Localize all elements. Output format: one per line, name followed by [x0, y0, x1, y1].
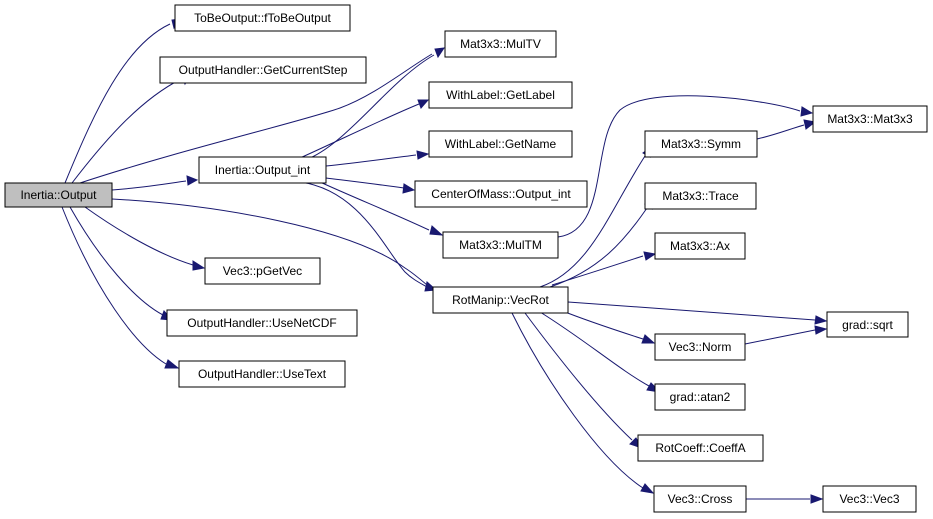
nodes: Inertia::Output ToBeOutput::fToBeOutput … [4, 4, 928, 513]
node-label: RotManip::VecRot [452, 293, 549, 307]
arrowhead-mat3x3_multm [429, 225, 444, 236]
edge-rotmanip_vecrot-vec3_cross [511, 312, 644, 489]
node-label: grad::atan2 [670, 390, 731, 404]
node-label: WithLabel::GetName [445, 137, 557, 151]
node-outputhandler-usenetcdf[interactable]: OutputHandler::UseNetCDF [166, 309, 358, 337]
node-withlabel-getlabel[interactable]: WithLabel::GetLabel [428, 81, 573, 109]
node-label: OutputHandler::GetCurrentStep [179, 63, 348, 77]
edge-rotmanip_vecrot-rotcoeff_coeffa [524, 312, 633, 441]
node-mat3x3-mat3x3[interactable]: Mat3x3::Mat3x3 [812, 105, 928, 133]
node-vec3-norm[interactable]: Vec3::Norm [654, 333, 746, 361]
node-label: Mat3x3::MulTM [459, 238, 542, 252]
node-label: OutputHandler::UseNetCDF [187, 316, 336, 330]
arrowhead-grad_sqrt-from-vecrot [814, 315, 828, 325]
node-outputhandler-getcurrentstep[interactable]: OutputHandler::GetCurrentStep [159, 56, 367, 84]
node-centerofmass-output-int[interactable]: CenterOfMass::Output_int [414, 180, 588, 208]
node-mat3x3-ax[interactable]: Mat3x3::Ax [654, 232, 746, 260]
node-mat3x3-symm[interactable]: Mat3x3::Symm [644, 130, 758, 158]
arrowhead-vec3_vec3 [810, 494, 824, 504]
edge-inertia_output_int-mat3x3_multm [319, 181, 430, 231]
arrowhead-vec3_pgetvec [192, 260, 206, 271]
node-rotcoeff-coeffa[interactable]: RotCoeff::CoeffA [637, 434, 764, 462]
arrowhead-vec3_cross [640, 483, 655, 494]
edge-inertia_output-inertia_output_int [111, 180, 187, 191]
node-label: Mat3x3::Symm [661, 137, 741, 151]
edge-inertia_output_int-mat3x3_multv [309, 54, 435, 159]
node-label: Vec3::Vec3 [839, 492, 899, 506]
node-label: CenterOfMass::Output_int [431, 187, 571, 201]
edge-rotmanip_vecrot-mat3x3_ax [551, 255, 644, 286]
arrowhead-withlabel_getname [416, 150, 430, 160]
node-vec3-pgetvec[interactable]: Vec3::pGetVec [204, 257, 321, 285]
edge-rotmanip_vecrot-grad_atan2 [539, 311, 650, 387]
edge-inertia_output-vec3_pgetvec [84, 206, 194, 266]
node-label: Vec3::Cross [668, 492, 733, 506]
node-label: Inertia::Output [20, 188, 97, 202]
node-outputhandler-usetext[interactable]: OutputHandler::UseText [178, 360, 346, 388]
node-label: Mat3x3::Mat3x3 [827, 112, 913, 126]
node-tobeoutput-ftobeoutput[interactable]: ToBeOutput::fToBeOutput [174, 4, 351, 32]
node-vec3-cross[interactable]: Vec3::Cross [653, 485, 747, 513]
node-mat3x3-multm[interactable]: Mat3x3::MulTM [442, 231, 559, 259]
arrowhead-vec3_norm [641, 334, 656, 344]
arrowhead-mat3x3_mat3x3-from-symm [803, 119, 817, 130]
node-inertia-output[interactable]: Inertia::Output [4, 182, 113, 208]
edge-vec3_norm-grad_sqrt [744, 329, 816, 345]
edge-rotmanip_vecrot-mat3x3_symm [539, 155, 646, 288]
node-label: Vec3::pGetVec [223, 264, 302, 278]
arrowhead-inertia_output_int [186, 175, 199, 186]
edge-inertia_output_int-withlabel_getlabel [299, 103, 420, 159]
edge-inertia_output-usetext [61, 206, 167, 365]
edge-rotmanip_vecrot-vec3_norm [559, 309, 644, 340]
node-label: Mat3x3::Trace [662, 189, 739, 203]
node-label: RotCoeff::CoeffA [655, 441, 745, 455]
node-label: OutputHandler::UseText [198, 367, 327, 381]
edge-rotmanip_vecrot-grad_sqrt [567, 301, 816, 321]
node-label: ToBeOutput::fToBeOutput [194, 11, 331, 25]
node-label: Vec3::Norm [669, 340, 732, 354]
edge-rotmanip_vecrot-mat3x3_trace [549, 207, 648, 288]
node-label: Mat3x3::Ax [670, 239, 730, 253]
edge-mat3x3_symm-mat3x3_mat3x3 [756, 124, 805, 140]
arrowhead-grad_sqrt-from-norm [814, 325, 828, 335]
arrowhead-withlabel_getlabel [417, 99, 430, 109]
edge-inertia_output-mat3x3_multv [79, 53, 433, 184]
arrowhead-mat3x3_mat3x3-from-multm [800, 106, 814, 117]
node-inertia-output-int[interactable]: Inertia::Output_int [198, 156, 327, 184]
node-label: Mat3x3::MulTV [460, 37, 541, 51]
edge-inertia_output-usenetcdf [69, 206, 164, 316]
node-label: Inertia::Output_int [215, 163, 311, 177]
edge-inertia_output-tobeoutput [64, 23, 171, 184]
arrowhead-mat3x3_multv [434, 47, 446, 59]
arrowhead-centerofmass_output_int [402, 183, 416, 194]
edge-inertia_output-rotmanip_vecrot [111, 198, 428, 286]
node-label: grad::sqrt [842, 318, 893, 332]
arrowhead-mat3x3_ax [643, 251, 657, 261]
node-rotmanip-vecrot[interactable]: RotManip::VecRot [432, 286, 569, 314]
edge-inertia_output_int-rotmanip_vecrot [299, 181, 428, 288]
node-grad-atan2[interactable]: grad::atan2 [654, 383, 746, 411]
arrowhead-usetext [164, 359, 180, 369]
edge-inertia_output_int-centerofmass_output_int [325, 177, 405, 189]
edge-mat3x3_multm-mat3x3_mat3x3 [557, 95, 801, 238]
node-mat3x3-multv[interactable]: Mat3x3::MulTV [444, 30, 557, 58]
node-mat3x3-trace[interactable]: Mat3x3::Trace [644, 182, 757, 210]
node-withlabel-getname[interactable]: WithLabel::GetName [428, 130, 573, 158]
edge-inertia_output-getcurrentstep [71, 78, 182, 184]
edge-inertia_output_int-withlabel_getname [325, 154, 417, 167]
node-grad-sqrt[interactable]: grad::sqrt [826, 311, 909, 338]
edges [61, 23, 816, 500]
node-vec3-vec3[interactable]: Vec3::Vec3 [822, 485, 917, 513]
node-label: WithLabel::GetLabel [446, 88, 555, 102]
